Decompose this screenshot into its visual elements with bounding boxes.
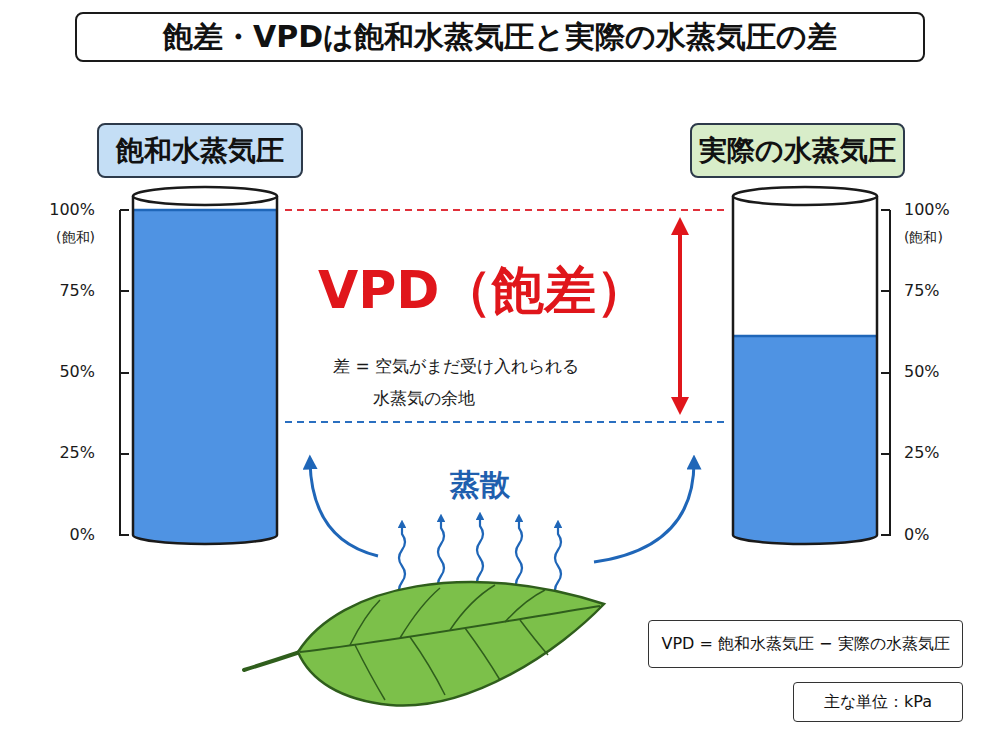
- axis-tick: [120, 290, 129, 292]
- formula-box: VPD = 飽和水蒸気圧 − 実際の水蒸気圧: [648, 620, 963, 668]
- header-box: 実際の水蒸気圧: [690, 123, 905, 178]
- axis-label: 75%: [904, 281, 984, 301]
- water-surface: [133, 209, 277, 212]
- water-fill: [133, 210, 277, 544]
- vapor-arrow: [516, 518, 522, 592]
- vapor-arrow: [555, 524, 561, 598]
- axis-label: 25%: [20, 443, 95, 463]
- cylinder-body: [133, 196, 277, 544]
- axis-tick: [120, 209, 129, 211]
- vpd-heading: VPD（飽差）: [318, 258, 698, 323]
- axis-tick: [120, 453, 129, 455]
- leaf-vein: [410, 637, 445, 695]
- cylinder-top: [133, 187, 277, 205]
- leaf-vein: [505, 590, 545, 622]
- axis-tick: [120, 372, 129, 374]
- leaf-vein: [450, 585, 495, 630]
- axis-label: 100%: [20, 200, 95, 220]
- vapor-arrow: [438, 518, 444, 592]
- axis-tick: [120, 534, 129, 536]
- leaf-stem: [244, 652, 300, 670]
- diagram-title: 飽差・VPDは飽和水蒸気圧と実際の水蒸気圧の差: [163, 17, 837, 58]
- axis-tick: [881, 372, 890, 374]
- axis-label: 0%: [20, 525, 95, 545]
- axis-label: (飽和): [20, 229, 95, 247]
- axis-tick: [881, 290, 890, 292]
- axis-label: 25%: [904, 443, 984, 463]
- transpiration-label: 蒸散: [420, 466, 540, 504]
- title-box: 飽差・VPDは飽和水蒸気圧と実際の水蒸気圧の差: [75, 12, 925, 62]
- axis-tick: [881, 534, 890, 536]
- node-text: 飽和水蒸気圧: [116, 132, 284, 170]
- leaf-illustration: [244, 582, 604, 706]
- curved-arrow: [310, 462, 378, 556]
- curved-arrow: [594, 462, 694, 562]
- leaf-vein: [350, 600, 380, 645]
- water-surface: [733, 335, 877, 338]
- leaf-vein: [355, 645, 385, 700]
- leaf-vein: [465, 628, 500, 680]
- axis-tick: [881, 453, 890, 455]
- axis-label: 50%: [904, 362, 984, 382]
- leaf-veins: [350, 585, 548, 700]
- right-axis: [881, 210, 890, 536]
- axis-label: 75%: [20, 281, 95, 301]
- vpd-double-arrow: [678, 226, 682, 406]
- vpd-note: 差 = 空気がまだ受け入れられる 水蒸気の余地: [333, 350, 589, 415]
- axis-label: (飽和): [904, 229, 984, 247]
- vapor-arrow: [399, 524, 405, 598]
- header-box: 飽和水蒸気圧: [97, 123, 303, 178]
- water-fill: [733, 336, 877, 544]
- node-text: 実際の水蒸気圧: [699, 132, 896, 170]
- leaf-vein: [400, 588, 440, 638]
- left-axis: [120, 210, 129, 536]
- leaf-vein: [520, 620, 548, 655]
- saturation-dashed-line: [285, 209, 727, 211]
- cylinder-outline: [733, 196, 877, 544]
- axis-label: 0%: [904, 525, 984, 545]
- node-text: 主な単位：kPa: [824, 692, 932, 713]
- axis-label: 100%: [904, 200, 984, 220]
- axis-label: 50%: [20, 362, 95, 382]
- leaf-blade: [298, 582, 604, 706]
- node-text: VPD = 飽和水蒸気圧 − 実際の水蒸気圧: [661, 634, 949, 655]
- cylinder-top: [733, 187, 877, 205]
- unit-box: 主な単位：kPa: [793, 682, 963, 722]
- saturated-cylinder: [133, 187, 277, 544]
- actual-dashed-line: [285, 421, 727, 423]
- axis-tick: [881, 209, 890, 211]
- cylinder-outline: [133, 196, 277, 544]
- vapor-arrow: [477, 516, 483, 590]
- actual-cylinder: [733, 187, 877, 544]
- cylinder-body: [733, 196, 877, 544]
